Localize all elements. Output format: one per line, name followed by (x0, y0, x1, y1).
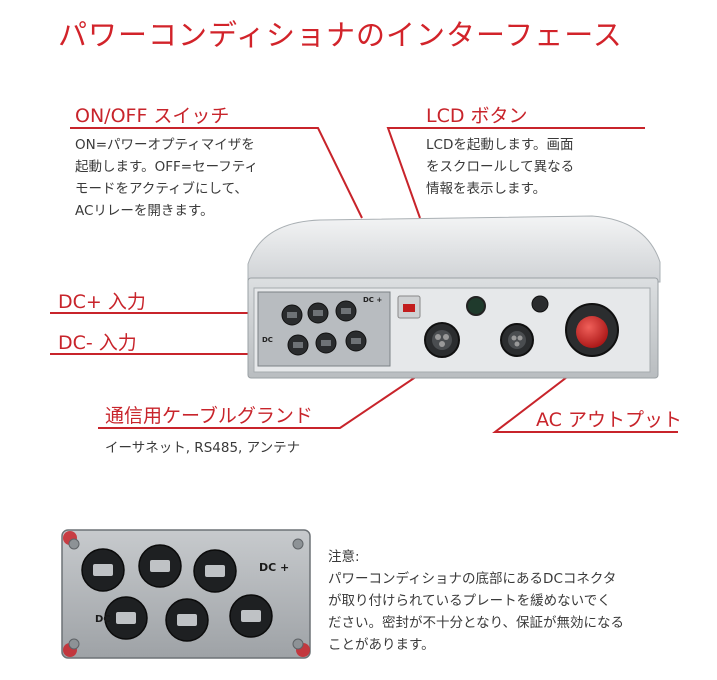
cable-gland-description: イーサネット, RS485, アンテナ (105, 440, 301, 456)
screw-icon (292, 638, 304, 650)
inverter-lid (247, 215, 661, 283)
device-dc-plate: DC + DC (257, 291, 391, 367)
cable-gland-icon (424, 322, 460, 358)
onoff-line-2: 起動します。OFF=セーフティ (75, 159, 258, 175)
onoff-line-1: ON=パワーオプティマイザを (75, 137, 255, 153)
note-heading: 注意: (328, 549, 360, 565)
note-line-1: パワーコンディショナの底部にあるDCコネクタ (328, 571, 617, 587)
device-dc-plus-mark: DC + (363, 296, 382, 304)
dc-plate-closeup: DC + DC (61, 529, 311, 659)
cable-gland-icon (500, 323, 534, 357)
lcd-line-1: LCDを起動します。画面 (426, 137, 574, 153)
screw-icon (292, 538, 304, 550)
leader-onoff (70, 127, 363, 219)
onoff-line-4: ACリレーを開きます。 (75, 203, 214, 219)
lcd-button-icon (466, 296, 486, 316)
lcd-button-description: LCDを起動します。画面 をスクロールして異なる 情報を表示します。 (426, 134, 574, 200)
lcd-line-2: をスクロールして異なる (426, 159, 575, 175)
note-line-4: ことがあります。 (328, 637, 435, 653)
lcd-line-3: 情報を表示します。 (426, 181, 547, 197)
cable-gland-label: 通信用ケーブルグランド (105, 405, 313, 427)
note-line-2: が取り付けられているプレートを緩めないでく (328, 593, 611, 609)
closeup-dc-plus-mark: DC + (259, 561, 289, 574)
onoff-switch-label: ON/OFF スイッチ (75, 105, 230, 127)
device-dc-mark: DC (262, 336, 273, 344)
vent-icon (531, 295, 549, 313)
leader-glands (98, 365, 433, 429)
onoff-line-3: モードをアクティブにして、 (75, 181, 248, 197)
note-line-3: ださい。密封が不十分となり、保証が無効になる (328, 615, 625, 631)
lcd-button-label: LCD ボタン (426, 105, 528, 127)
dc-minus-input-label: DC- 入力 (58, 332, 137, 354)
onoff-switch-icon (397, 295, 421, 319)
leader-lcd (386, 127, 645, 219)
dc-plus-input-label: DC+ 入力 (58, 291, 146, 313)
ac-output-icon (565, 303, 619, 357)
page-title: パワーコンディショナのインターフェース (58, 18, 623, 52)
screw-icon (68, 538, 80, 550)
onoff-switch-description: ON=パワーオプティマイザを 起動します。OFF=セーフティ モードをアクティブ… (75, 134, 258, 222)
note-block: 注意: パワーコンディショナの底部にあるDCコネクタ が取り付けられているプレー… (328, 546, 624, 656)
screw-icon (68, 638, 80, 650)
leader-ac (492, 357, 678, 433)
closeup-dc-mark: DC (95, 614, 111, 625)
ac-output-label: AC アウトプット (536, 409, 682, 431)
